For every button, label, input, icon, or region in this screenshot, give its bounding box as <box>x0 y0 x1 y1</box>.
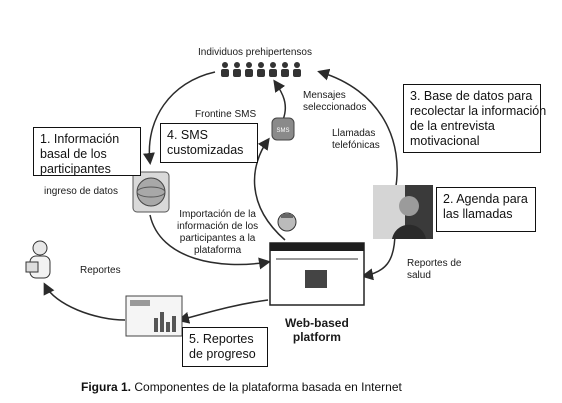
selected-messages-label: Mensajes seleccionados <box>303 90 367 113</box>
sms-icon-text: SMS <box>276 128 289 134</box>
figure-caption-prefix: Figura 1. <box>81 380 132 394</box>
import-label: Importación de la información de los par… <box>177 209 259 256</box>
data-entry-label: ingreso de datos <box>44 186 118 197</box>
figure-caption-text: Componentes de la plataforma basada en I… <box>131 380 402 394</box>
arrow-agenda-to-individuals <box>317 68 398 193</box>
phone-calls-label: Llamadas telefónicas <box>332 128 380 151</box>
box-4-custom-sms: 4. SMS customizadas <box>160 123 258 163</box>
arrow-platform-to-sms <box>253 137 286 241</box>
import-hand-icon <box>277 212 297 232</box>
frontline-sms-label: Frontine SMS <box>195 109 257 120</box>
box-1-basal-info: 1. Información basal de los participante… <box>33 127 141 176</box>
arrow-reports-to-doctor <box>43 282 126 321</box>
individuals-label: Individuos prehipertensos <box>198 47 312 58</box>
figure-caption: Figura 1. Componentes de la plataforma b… <box>81 380 402 394</box>
box-3-database: 3. Base de datos para recolectar la info… <box>403 84 546 153</box>
doctor-icon <box>25 240 51 279</box>
web-platform-label: Web-based platform <box>285 316 349 344</box>
box-2-call-agenda: 2. Agenda para las llamadas <box>436 187 536 232</box>
arrow-sms-to-individuals <box>273 79 287 123</box>
box-5-progress-reports: 5. Reportes de progreso <box>182 327 268 367</box>
sms-phone-icon: SMS <box>271 117 295 141</box>
people-icon-group <box>221 62 301 77</box>
database-icon <box>132 171 170 213</box>
reports-label: Reportes <box>80 265 121 276</box>
progress-report-icon <box>125 295 183 337</box>
arrow-agenda-to-platform <box>361 231 396 281</box>
arrow-database-to-platform <box>149 214 271 270</box>
health-reports-label: Reportes de salud <box>407 258 462 281</box>
web-platform-screen <box>269 242 365 306</box>
arrow-individuals-to-database <box>142 71 216 165</box>
arrow-platform-to-reports <box>177 299 269 324</box>
call-agent-photo <box>373 185 433 239</box>
